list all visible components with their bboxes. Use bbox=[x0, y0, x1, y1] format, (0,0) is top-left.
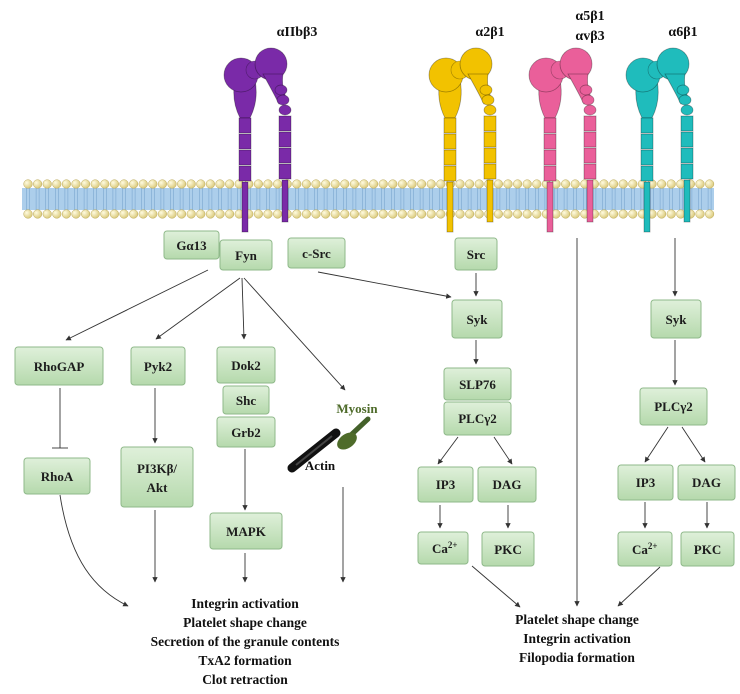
node-slp76-label: SLP76 bbox=[459, 377, 496, 392]
integrin-aiibb3 bbox=[223, 47, 292, 233]
outcome-left-3: Secretion of the granule contents bbox=[151, 634, 340, 649]
arrow-fyn-myosin bbox=[243, 277, 346, 391]
integrin-label-avb3: αvβ3 bbox=[575, 29, 604, 44]
node-pkc-middle-label: PKC bbox=[494, 542, 521, 557]
integrin-a6b1 bbox=[625, 47, 694, 233]
node-plcg2-middle-label: PLCγ2 bbox=[458, 411, 497, 426]
node-rhoa-label: RhoA bbox=[41, 469, 74, 484]
node-rhoa: RhoA bbox=[23, 457, 91, 495]
integrin-a2b1 bbox=[428, 47, 497, 233]
outcome-right-3: Filopodia formation bbox=[519, 650, 635, 665]
node-ca-middle: Ca2+ bbox=[417, 531, 469, 565]
integrin-label-aiibb3: αIIbβ3 bbox=[277, 25, 318, 40]
node-syk-right: Syk bbox=[650, 299, 702, 339]
arrow-fyn-pyk2 bbox=[155, 277, 241, 340]
node-ca-right: Ca2+ bbox=[617, 531, 673, 567]
node-pyk2-label: Pyk2 bbox=[144, 359, 172, 374]
node-syk-middle-label: Syk bbox=[467, 312, 489, 327]
node-ip3-right-label: IP3 bbox=[636, 475, 656, 490]
node-csrc-label: c-Src bbox=[302, 246, 331, 261]
lipid-bilayer-membrane bbox=[22, 179, 715, 219]
actin-label: Actin bbox=[305, 458, 336, 473]
node-ga13-label: Gα13 bbox=[176, 238, 207, 253]
node-plcg2-right: PLCγ2 bbox=[639, 387, 708, 426]
integrin-label-a5b1: α5β1 bbox=[575, 9, 604, 24]
integrin-receptors bbox=[223, 47, 694, 233]
node-ca-right-label: Ca2+ bbox=[632, 541, 658, 557]
node-plcg2-right-label: PLCγ2 bbox=[654, 399, 693, 414]
signaling-arrows bbox=[52, 238, 710, 608]
node-mapk: MAPK bbox=[209, 512, 283, 550]
node-ca-middle-label: Ca2+ bbox=[432, 540, 458, 556]
node-dok2: Dok2 bbox=[216, 346, 276, 384]
arrow-csrc-syk bbox=[317, 271, 452, 299]
node-akt-label: Akt bbox=[147, 480, 169, 495]
myosin-label: Myosin bbox=[336, 401, 378, 416]
arrow-ga13-rhogap bbox=[65, 269, 209, 341]
integrin-label-a2b1: α2β1 bbox=[475, 25, 504, 40]
outcomes-right: Platelet shape change Integrin activatio… bbox=[515, 612, 639, 665]
node-ip3-right: IP3 bbox=[617, 464, 674, 501]
arrow-ca-outcome-right bbox=[471, 565, 521, 608]
node-shc: Shc bbox=[222, 385, 270, 415]
node-rhogap: RhoGAP bbox=[14, 346, 104, 386]
node-src-label: Src bbox=[467, 247, 486, 262]
arrow-ca-outcome-right2 bbox=[617, 566, 661, 607]
node-ip3-middle: IP3 bbox=[417, 466, 474, 503]
node-syk-middle: Syk bbox=[451, 299, 503, 339]
node-ip3-middle-label: IP3 bbox=[436, 477, 456, 492]
node-ga13: Gα13 bbox=[163, 230, 220, 260]
outcome-left-4: TxA2 formation bbox=[198, 653, 292, 668]
node-fyn: Fyn bbox=[219, 239, 273, 271]
node-pyk2: Pyk2 bbox=[130, 346, 186, 386]
node-mapk-label: MAPK bbox=[226, 524, 267, 539]
node-rhogap-label: RhoGAP bbox=[34, 359, 85, 374]
node-csrc: c-Src bbox=[287, 237, 346, 269]
node-pkc-middle: PKC bbox=[481, 531, 535, 567]
arrow-plcg2-ip3 bbox=[437, 436, 459, 465]
node-grb2: Grb2 bbox=[216, 416, 276, 448]
arrow-plcg2-dag bbox=[493, 436, 513, 465]
node-dag-right: DAG bbox=[677, 464, 736, 501]
node-plcg2-middle: PLCγ2 bbox=[443, 401, 512, 436]
node-shc-label: Shc bbox=[236, 393, 256, 408]
node-grb2-label: Grb2 bbox=[231, 425, 261, 440]
outcomes-left: Integrin activation Platelet shape chang… bbox=[151, 596, 340, 687]
arrow-plcg2-dag-right bbox=[681, 426, 706, 463]
outcome-right-2: Integrin activation bbox=[523, 631, 631, 646]
outcome-left-5: Clot retraction bbox=[202, 672, 288, 687]
node-pkc-right: PKC bbox=[680, 531, 735, 567]
node-dag-right-label: DAG bbox=[692, 475, 721, 490]
arrow-fyn-dok2 bbox=[241, 277, 247, 340]
outcome-left-1: Integrin activation bbox=[191, 596, 299, 611]
node-dag-middle-label: DAG bbox=[493, 477, 522, 492]
outcome-left-2: Platelet shape change bbox=[183, 615, 307, 630]
node-pi3k-label: PI3Kβ/ bbox=[137, 461, 177, 476]
node-syk-right-label: Syk bbox=[666, 312, 688, 327]
node-dok2-label: Dok2 bbox=[231, 358, 261, 373]
node-slp76: SLP76 bbox=[443, 367, 512, 401]
node-dag-middle: DAG bbox=[477, 466, 537, 503]
outcome-right-1: Platelet shape change bbox=[515, 612, 639, 627]
arrow-rhoa-outcome bbox=[59, 494, 129, 607]
integrin-a5b1-avb3 bbox=[528, 47, 597, 233]
node-pi3k-akt: PI3Kβ/ Akt bbox=[120, 446, 194, 508]
arrow-plcg2-ip3-right bbox=[644, 426, 669, 463]
integrin-label-a6b1: α6β1 bbox=[668, 25, 697, 40]
node-pkc-right-label: PKC bbox=[694, 542, 721, 557]
node-src: Src bbox=[454, 237, 498, 271]
actin-myosin-icon bbox=[287, 416, 371, 473]
node-fyn-label: Fyn bbox=[235, 248, 257, 263]
